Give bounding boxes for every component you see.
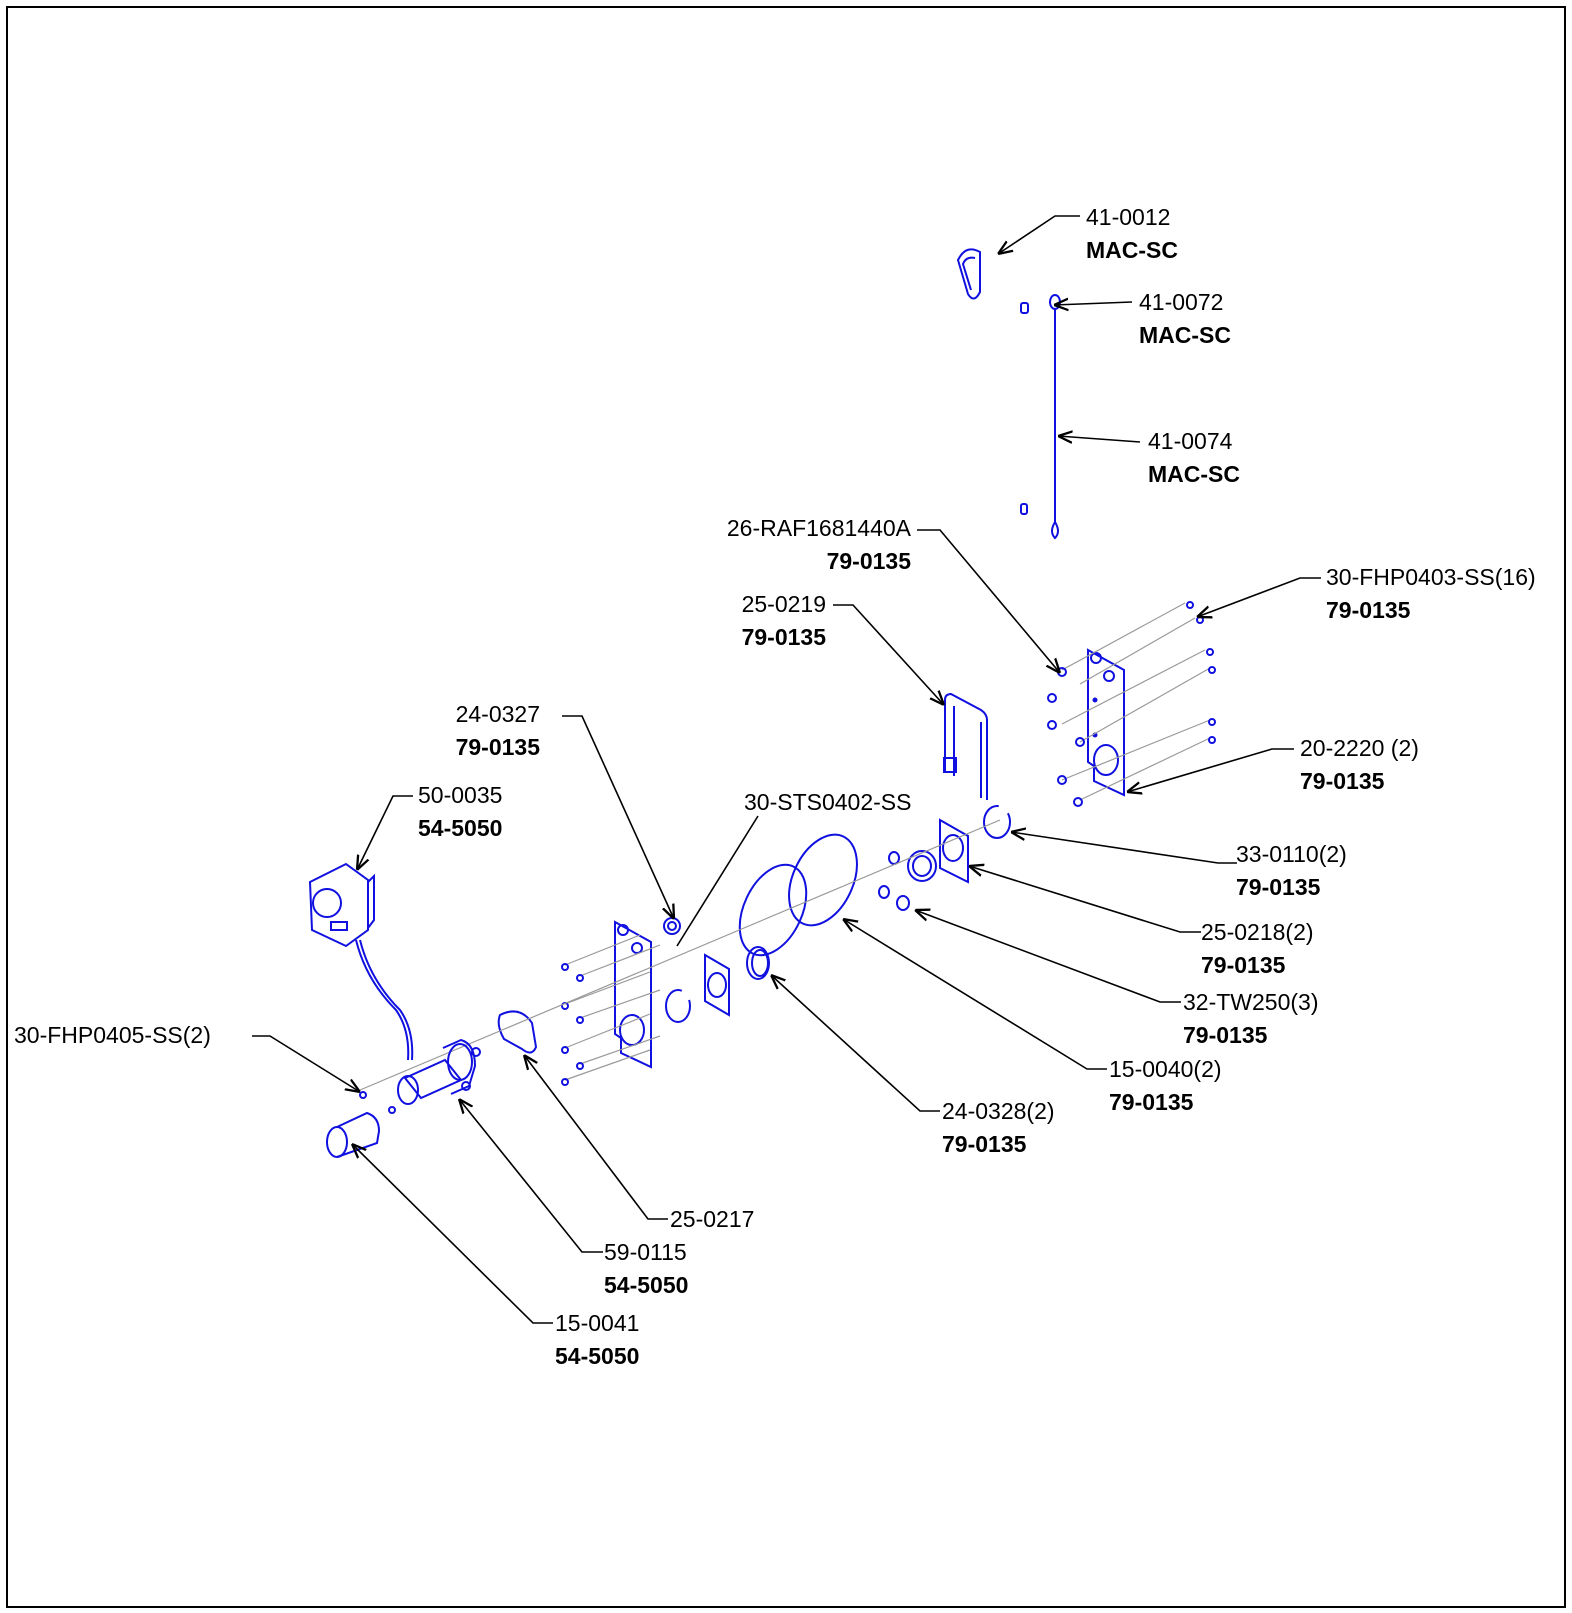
callout-kit-number: MAC-SC: [1148, 461, 1240, 487]
callout-part-number: 24-0327: [456, 701, 540, 727]
large-o-ring-2[interactable]: [776, 824, 871, 936]
callout-part-number: 26-RAF1681440A: [727, 515, 912, 541]
gasket-part[interactable]: [497, 1010, 538, 1054]
bearing-plate[interactable]: [704, 818, 969, 1017]
carabiner-part[interactable]: [956, 248, 981, 300]
bearing-ring[interactable]: [746, 946, 770, 980]
callout-kit-number: 54-5050: [555, 1343, 639, 1369]
callout-part-number: 25-0217: [670, 1206, 754, 1232]
callout-part-number: 33-0110(2): [1236, 841, 1347, 867]
front-screws[interactable]: [561, 934, 661, 1086]
callout-kit-number: 79-0135: [942, 1131, 1027, 1157]
callout-part-number: 24-0328(2): [942, 1098, 1055, 1124]
callout-part-number: 41-0012: [1086, 204, 1170, 230]
callout-kit-number: 79-0135: [1109, 1089, 1194, 1115]
callout-part-number: 50-0035: [418, 782, 502, 808]
callout-part-number: 25-0219: [742, 591, 826, 617]
callout-kit-number: 79-0135: [742, 624, 827, 650]
callout-kit-number: 54-5050: [604, 1272, 688, 1298]
rear-housing-plate[interactable]: [1087, 648, 1125, 797]
callout-part-number: 41-0074: [1148, 428, 1233, 454]
callout-part-number: 15-0041: [555, 1310, 639, 1336]
drawing-border: [6, 6, 1566, 1608]
callout-kit-number: 79-0135: [1236, 874, 1321, 900]
callout-kit-number: MAC-SC: [1086, 237, 1178, 263]
callout-labels: 41-0012 MAC-SC 41-0072 MAC-SC 41-0074 MA…: [14, 204, 1536, 1369]
retaining-ring-rear[interactable]: [983, 805, 1011, 839]
callout-part-number: 30-FHP0405-SS(2): [14, 1022, 211, 1048]
callout-part-number: 15-0040(2): [1109, 1056, 1222, 1082]
callout-kit-number: 79-0135: [1300, 768, 1385, 794]
thrust-washers[interactable]: [878, 851, 910, 911]
lanyard-cable-part[interactable]: [1020, 294, 1061, 540]
callout-part-number: 41-0072: [1139, 289, 1223, 315]
motor-cap-part[interactable]: [326, 1111, 381, 1158]
retaining-ring-front[interactable]: [665, 989, 691, 1023]
callout-part-number: 20-2220 (2): [1300, 735, 1419, 761]
callout-kit-number: 79-0135: [1201, 952, 1286, 978]
power-adapter-part[interactable]: [308, 862, 414, 1061]
callout-part-number: 59-0115: [604, 1239, 687, 1265]
callout-kit-number: MAC-SC: [1139, 322, 1231, 348]
callout-leaders: [252, 215, 1321, 1324]
motor-screw[interactable]: [359, 1091, 367, 1099]
handle-bracket[interactable]: [943, 692, 988, 800]
callout-kit-number: 79-0135: [827, 548, 912, 574]
callout-kit-number: 79-0135: [456, 734, 541, 760]
callout-part-number: 30-FHP0403-SS(16): [1326, 564, 1536, 590]
callout-part-number: 30-STS0402-SS: [744, 789, 911, 815]
large-o-ring-1[interactable]: [726, 854, 819, 966]
callout-kit-number: 79-0135: [1183, 1022, 1268, 1048]
motor-screw[interactable]: [388, 1106, 396, 1114]
parts-artwork: [308, 248, 1216, 1158]
callout-kit-number: 79-0135: [1326, 597, 1411, 623]
rear-screws[interactable]: [1047, 601, 1216, 807]
callout-part-number: 25-0218(2): [1201, 919, 1314, 945]
callout-part-number: 32-TW250(3): [1183, 989, 1318, 1015]
callout-kit-number: 54-5050: [418, 815, 502, 841]
motor-part[interactable]: [397, 1038, 481, 1105]
